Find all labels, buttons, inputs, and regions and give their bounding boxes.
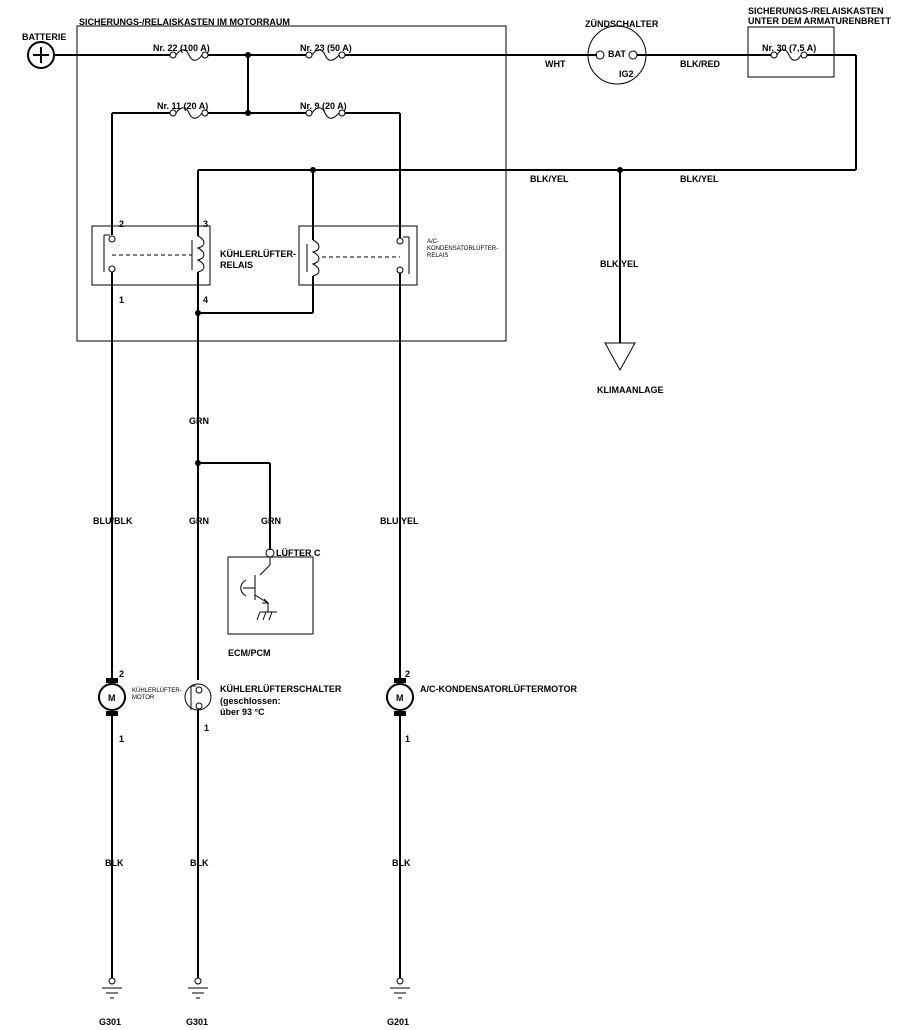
- wire-blu-yel-label: BLU/YEL: [380, 516, 419, 526]
- main-feed-wire: [54, 52, 597, 116]
- fuse-23: Nr. 23 (50 A): [300, 43, 352, 61]
- ground-g201: G201: [387, 977, 410, 1027]
- motor-1-symbol: M: [108, 693, 116, 703]
- relay-pin-4: 4: [203, 295, 208, 305]
- wire-wht-label: WHT: [545, 59, 566, 69]
- ground-label-3: G201: [387, 1017, 409, 1027]
- ac-relay-label-2: KONDENSATORLÜFTER-: [427, 245, 498, 252]
- fuse-23-label: Nr. 23 (50 A): [300, 43, 352, 53]
- motor-2-symbol: M: [396, 693, 404, 703]
- ignition-ig2: IG2: [619, 69, 634, 79]
- relay-pin-1: 1: [119, 295, 124, 305]
- fuse-11-label: Nr. 11 (20 A): [157, 101, 208, 111]
- fuse-11: Nr. 11 (20 A): [157, 101, 209, 119]
- radiator-fan-switch: 1 KÜHLERLÜFTERSCHALTER (geschlossen: übe…: [184, 683, 342, 978]
- ac-condenser-relay: A/C- KONDENSATORLÜFTER- RELAIS: [298, 225, 498, 313]
- fuse-22-label: Nr. 22 (100 A): [153, 43, 210, 53]
- ground-label-1: G301: [99, 1017, 121, 1027]
- wire-blk-3-label: BLK: [392, 858, 411, 868]
- relay-pin-2: 2: [119, 219, 124, 229]
- blu-yel-wire: BLU/YEL: [380, 290, 419, 678]
- blk-red-wire: BLK/RED: [637, 54, 857, 170]
- battery-label: BATTERIE: [22, 32, 66, 42]
- wire-blu-blk-label: BLU/BLK: [93, 516, 133, 526]
- wire-blk-1-label: BLK: [105, 858, 124, 868]
- motor-2-pin-2: 2: [405, 669, 410, 679]
- ecm-pin-label: LÜFTER C: [276, 548, 321, 558]
- motor-2-pin-1: 1: [405, 734, 410, 744]
- wire-grn-upper-label: GRN: [189, 416, 209, 426]
- wire-blk-2-label: BLK: [190, 858, 209, 868]
- ignition-bat: BAT: [608, 49, 626, 59]
- fan-switch-label-1: KÜHLERLÜFTERSCHALTER: [220, 684, 342, 694]
- fuse-22: Nr. 22 (100 A): [153, 43, 210, 61]
- engine-box-title: SICHERUNGS-/RELAISKASTEN IM MOTORRAUM: [79, 17, 290, 27]
- wire-blk-yel-right-label: BLK/YEL: [680, 174, 719, 184]
- coil-ground-wire: GRN GRN GRN: [189, 290, 313, 680]
- fuse-30-label: Nr. 30 (7,5 A): [762, 43, 816, 53]
- ignition-switch: ZÜNDSCHALTER BAT IG2: [585, 19, 659, 85]
- fuse-9: Nr. 9 (20 A): [300, 101, 347, 119]
- ground-g301-b: G301: [186, 977, 208, 1027]
- ac-relay-label-3: RELAIS: [427, 253, 448, 259]
- fuse-9-label: Nr. 9 (20 A): [300, 101, 347, 111]
- fuse-row-2-wire: [111, 112, 401, 238]
- wire-grn-ecm-label: GRN: [261, 516, 281, 526]
- wire-grn-mid-label: GRN: [189, 516, 209, 526]
- fan-switch-label-2: (geschlossen:: [220, 696, 281, 706]
- fan-motor-label-2: MOTOR: [132, 695, 155, 701]
- engine-fuse-relay-box: SICHERUNGS-/RELAISKASTEN IM MOTORRAUM: [76, 17, 507, 342]
- ac-motor-label: A/C-KONDENSATORLÜFTERMOTOR: [420, 684, 577, 694]
- ecm-title: ECM/PCM: [228, 648, 271, 658]
- fan-relay: 2 3 1 4 KÜHLERLÜFTER- RELAIS: [91, 219, 296, 305]
- dash-box-title-line1: SICHERUNGS-/RELAISKASTEN: [748, 6, 884, 16]
- fan-relay-label-1: KÜHLERLÜFTER-: [220, 249, 296, 259]
- motor-1-pin-1: 1: [119, 734, 124, 744]
- ground-g301-a: G301: [99, 977, 122, 1027]
- wire-blk-yel-left-label: BLK/YEL: [530, 174, 569, 184]
- ac-label: KLIMAANLAGE: [597, 385, 664, 395]
- ecm-pcm: LÜFTER C ECM/PCM: [227, 548, 321, 658]
- fuse-30: Nr. 30 (7,5 A): [762, 43, 816, 61]
- motor-1-pin-2: 2: [119, 669, 124, 679]
- fan-relay-label-2: RELAIS: [220, 260, 253, 270]
- blu-blk-wire: BLU/BLK: [93, 290, 133, 678]
- dash-fuse-box: SICHERUNGS-/RELAISKASTEN UNTER DEM ARMAT…: [747, 6, 891, 78]
- wire-blk-red-label: BLK/RED: [680, 59, 720, 69]
- dash-box-title-line2: UNTER DEM ARMATURENBRETT: [748, 16, 891, 26]
- ground-label-2: G301: [186, 1017, 208, 1027]
- wire-blk-yel-down-label: BLK/YEL: [600, 259, 639, 269]
- battery: BATTERIE: [22, 32, 66, 69]
- ac-relay-label-1: A/C-: [427, 239, 439, 245]
- fan-switch-label-3: über 93 °C: [220, 707, 265, 717]
- fan-motor-label-1: KÜHLERLÜFTER-: [132, 687, 182, 694]
- relay-pin-3: 3: [203, 219, 208, 229]
- radiator-fan-motor: M 2 1 KÜHLERLÜFTER- MOTOR: [98, 669, 182, 978]
- switch-pin-1: 1: [204, 723, 209, 733]
- ac-condenser-fan-motor: M 2 1 A/C-KONDENSATORLÜFTERMOTOR: [386, 669, 577, 978]
- ignition-title: ZÜNDSCHALTER: [585, 19, 659, 29]
- ac-connection: KLIMAANLAGE: [597, 342, 664, 395]
- blk-yel-wire: BLK/YEL BLK/YEL BLK/YEL: [197, 167, 856, 343]
